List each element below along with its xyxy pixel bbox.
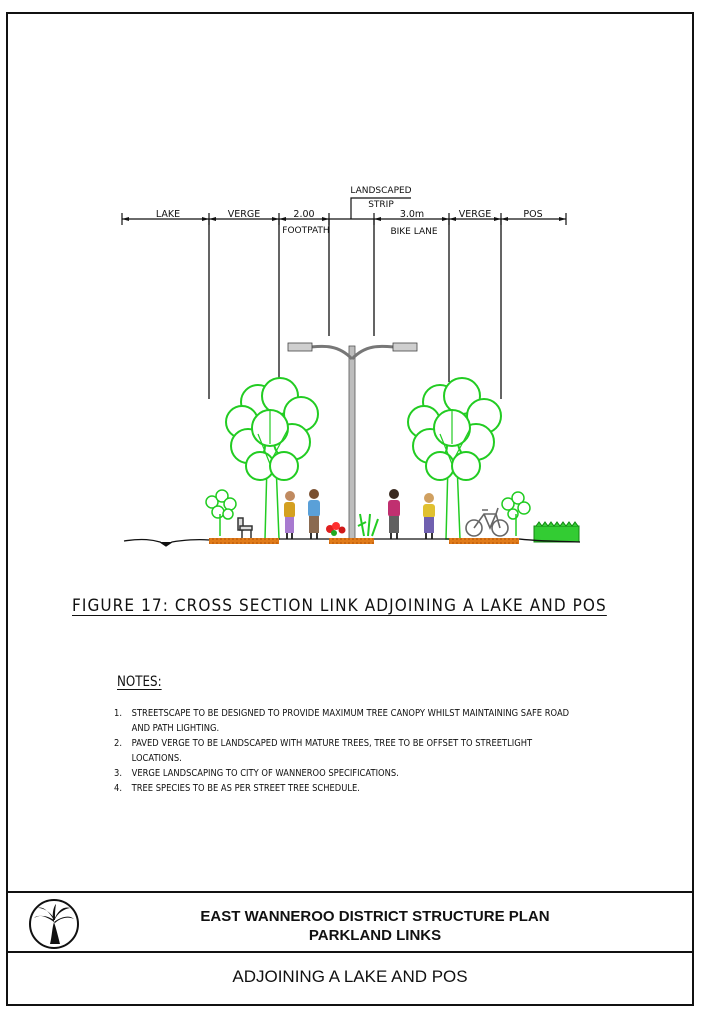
- hedge: [533, 521, 580, 543]
- note-item: 4. TREE SPECIES TO BE AS PER STREET TREE …: [114, 781, 642, 796]
- plan-title-line-1: EAST WANNEROO DISTRICT STRUCTURE PLAN: [200, 908, 550, 925]
- note-item: 2. PAVED VERGE TO BE LANDSCAPED WITH MATU…: [114, 736, 642, 766]
- sheet-title: ADJOINING A LAKE AND POS: [232, 967, 468, 986]
- left-shrub: [205, 489, 237, 536]
- pedestrian-1: [284, 491, 295, 539]
- left-tree: [225, 377, 319, 540]
- bench: [237, 517, 253, 538]
- label-bike-lane: BIKE LANE: [390, 227, 437, 237]
- note-number: 3.: [114, 768, 122, 779]
- note-item: 3. VERGE LANDSCAPING TO CITY OF WANNEROO …: [114, 766, 642, 781]
- ground-profile: [123, 538, 581, 547]
- city-of-wanneroo-logo-icon: [29, 899, 79, 949]
- label-footpath-width: 2.00: [293, 209, 314, 220]
- strip-plant: [357, 513, 379, 537]
- dimension-arrows: [122, 217, 566, 221]
- note-text: TREE SPECIES TO BE AS PER STREET TREE SC…: [131, 783, 360, 794]
- figure-caption: FIGURE 17: CROSS SECTION LINK ADJOINING …: [72, 596, 607, 616]
- note-text: STREETSCAPE TO BE DESIGNED TO PROVIDE MA…: [131, 708, 570, 734]
- extension-lines: [208, 219, 502, 399]
- pedestrian-4: [423, 493, 435, 539]
- plan-title-line-2: PARKLAND LINKS: [308, 927, 442, 944]
- pedestrian-3: [388, 489, 400, 539]
- right-shrub: [501, 491, 531, 536]
- label-landscaped: LANDSCAPED: [350, 186, 411, 196]
- plan-title: EAST WANNEROO DISTRICT STRUCTURE PLAN PA…: [8, 907, 692, 945]
- title-block: EAST WANNEROO DISTRICT STRUCTURE PLAN PA…: [8, 891, 692, 1006]
- label-verge-left: VERGE: [228, 209, 260, 220]
- flower-bed: [326, 522, 346, 536]
- note-number: 4.: [114, 783, 122, 794]
- label-bike-width: 3.0m: [400, 209, 424, 220]
- bicycle: [465, 507, 509, 537]
- label-footpath: FOOTPATH: [282, 226, 329, 236]
- notes-list: 1. STREETSCAPE TO BE DESIGNED TO PROVIDE …: [114, 706, 654, 796]
- label-verge-right: VERGE: [459, 209, 491, 220]
- cross-section-drawing: LAKE VERGE 2.00 FOOTPATH LANDSCAPED STRI…: [121, 186, 581, 547]
- note-number: 1.: [114, 708, 122, 719]
- notes-heading: NOTES:: [117, 674, 162, 690]
- note-item: 1. STREETSCAPE TO BE DESIGNED TO PROVIDE …: [114, 706, 642, 736]
- drawing-sheet: LAKE VERGE 2.00 FOOTPATH LANDSCAPED STRI…: [6, 12, 694, 1006]
- note-text: PAVED VERGE TO BE LANDSCAPED WITH MATURE…: [131, 738, 533, 764]
- note-number: 2.: [114, 738, 122, 749]
- pedestrian-2: [308, 489, 320, 539]
- label-lake: LAKE: [156, 209, 180, 220]
- label-pos: POS: [523, 209, 542, 220]
- note-text: VERGE LANDSCAPING TO CITY OF WANNEROO SP…: [131, 768, 399, 779]
- right-tree: [407, 377, 502, 540]
- label-strip: STRIP: [368, 200, 394, 210]
- dimension-line: [121, 197, 567, 225]
- title-row: EAST WANNEROO DISTRICT STRUCTURE PLAN PA…: [8, 893, 692, 953]
